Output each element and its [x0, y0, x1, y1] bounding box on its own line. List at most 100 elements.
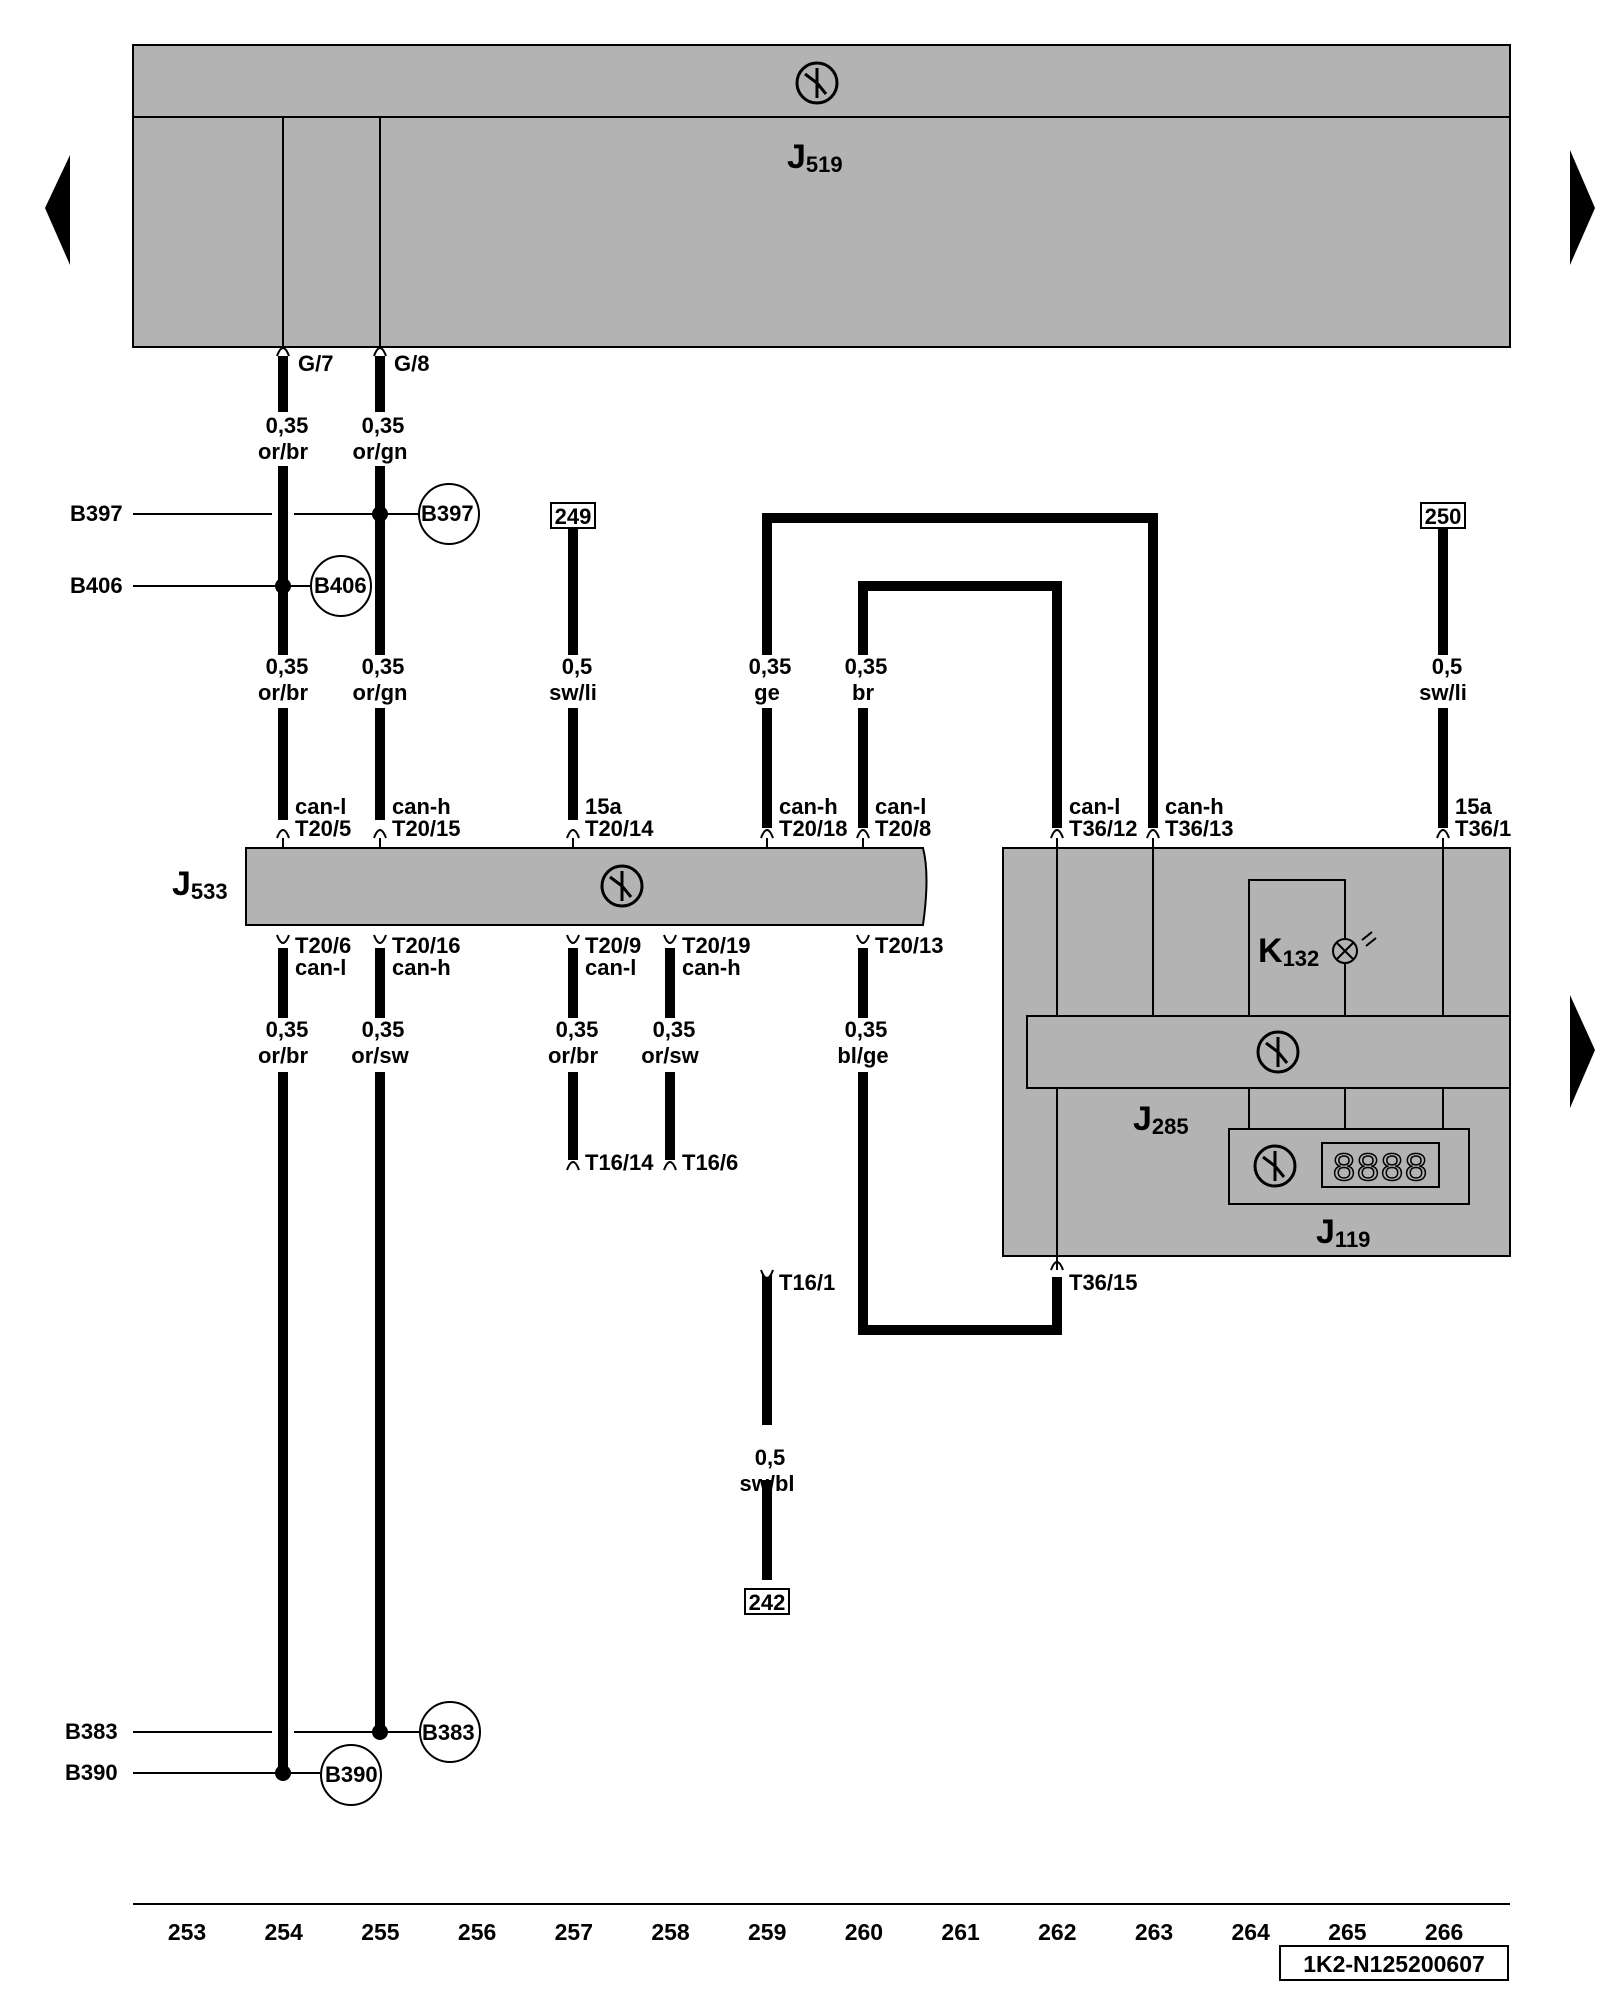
svg-text:B383: B383: [422, 1720, 475, 1745]
svg-text:G/7: G/7: [298, 351, 333, 376]
svg-text:or/br: or/br: [258, 680, 309, 705]
next-page-arrow-lower[interactable]: [1570, 995, 1595, 1108]
column-number: 263: [1135, 1919, 1173, 1945]
column-number: 255: [361, 1919, 400, 1945]
wire-260-loop: [858, 581, 1062, 1335]
svg-text:T20/8: T20/8: [875, 816, 931, 841]
svg-text:or/sw: or/sw: [351, 1043, 409, 1068]
svg-text:bl/ge: bl/ge: [837, 1043, 888, 1068]
svg-text:249: 249: [555, 504, 592, 529]
column-number: 258: [651, 1919, 690, 1945]
control-unit-icon: [795, 61, 839, 105]
drawing-code-box: 1K2-N125200607: [1279, 1945, 1509, 1981]
svg-text:0,35: 0,35: [845, 654, 888, 679]
svg-text:T20/5: T20/5: [295, 816, 351, 841]
svg-text:0,5: 0,5: [1432, 654, 1463, 679]
column-number: 253: [168, 1919, 206, 1945]
svg-text:or/br: or/br: [548, 1043, 599, 1068]
connection-lines: [133, 513, 422, 1774]
module-j285[interactable]: K132 J285 8888 J119: [1002, 838, 1511, 1270]
svg-text:can-h: can-h: [392, 955, 451, 980]
module-j519[interactable]: J519: [132, 44, 1511, 348]
display-digits: 8888: [1332, 1148, 1428, 1193]
svg-text:T16/14: T16/14: [585, 1150, 654, 1175]
svg-text:15a: 15a: [585, 794, 622, 819]
svg-text:T20/13: T20/13: [875, 933, 944, 958]
module-label: J285: [1133, 1100, 1189, 1139]
column-number: 259: [748, 1919, 786, 1945]
svg-text:T16/1: T16/1: [779, 1270, 835, 1295]
svg-text:0,35: 0,35: [653, 1017, 696, 1042]
splice-dot: [372, 506, 388, 522]
control-unit-icon: [600, 864, 644, 908]
lamp-label: K132: [1258, 932, 1319, 971]
ref-box-250[interactable]: 250: [1420, 502, 1466, 529]
svg-text:B390: B390: [325, 1762, 378, 1787]
svg-text:0,35: 0,35: [362, 413, 405, 438]
previous-page-arrow[interactable]: [45, 155, 70, 265]
svg-text:T36/12: T36/12: [1069, 816, 1138, 841]
svg-text:0,5: 0,5: [755, 1445, 786, 1470]
column-number: 265: [1328, 1919, 1367, 1945]
svg-text:0,35: 0,35: [362, 1017, 405, 1042]
warning-lamp-icon: [1332, 931, 1377, 964]
ref-box-242[interactable]: 242: [744, 1588, 790, 1615]
svg-text:or/br: or/br: [258, 439, 309, 464]
svg-text:can-l: can-l: [1069, 794, 1120, 819]
svg-text:sw/li: sw/li: [1419, 680, 1467, 705]
svg-text:B406: B406: [70, 573, 123, 598]
svg-text:B383: B383: [65, 1719, 118, 1744]
svg-text:0,35: 0,35: [266, 654, 309, 679]
connection-circles[interactable]: [310, 483, 481, 1806]
svg-text:ge: ge: [754, 680, 780, 705]
splice-dot: [275, 1765, 291, 1781]
svg-text:can-l: can-l: [585, 955, 636, 980]
module-j533[interactable]: J533: [172, 847, 928, 926]
svg-text:can-h: can-h: [1165, 794, 1224, 819]
svg-text:or/br: or/br: [258, 1043, 309, 1068]
module-label: J533: [172, 865, 228, 904]
column-number: 266: [1425, 1919, 1463, 1945]
svg-text:0,35: 0,35: [845, 1017, 888, 1042]
svg-text:or/gn: or/gn: [353, 439, 408, 464]
svg-text:can-h: can-h: [779, 794, 838, 819]
svg-text:15a: 15a: [1455, 794, 1492, 819]
column-number: 261: [941, 1919, 980, 1945]
column-number: 260: [845, 1919, 883, 1945]
svg-text:T20/9: T20/9: [585, 933, 641, 958]
svg-text:T20/19: T20/19: [682, 933, 751, 958]
connection-labels: B397 B406 B383 B390 B397 B406 B383 B390: [65, 501, 475, 1787]
svg-text:or/gn: or/gn: [353, 680, 408, 705]
column-number: 254: [265, 1919, 304, 1945]
ref-box-249[interactable]: 249: [550, 502, 596, 529]
next-page-arrow[interactable]: [1570, 150, 1595, 265]
svg-text:T20/15: T20/15: [392, 816, 461, 841]
svg-text:250: 250: [1425, 504, 1462, 529]
digital-display: [1321, 1142, 1440, 1188]
svg-text:0,35: 0,35: [556, 1017, 599, 1042]
svg-text:T36/13: T36/13: [1165, 816, 1234, 841]
svg-text:can-h: can-h: [392, 794, 451, 819]
svg-text:B406: B406: [314, 573, 367, 598]
svg-text:can-l: can-l: [295, 794, 346, 819]
svg-text:sw/bl: sw/bl: [739, 1471, 794, 1496]
svg-text:B397: B397: [70, 501, 123, 526]
svg-text:can-h: can-h: [682, 955, 741, 980]
svg-text:br: br: [852, 680, 874, 705]
svg-text:sw/li: sw/li: [549, 680, 597, 705]
svg-text:B390: B390: [65, 1760, 118, 1785]
wire-259-loop: [762, 513, 1158, 828]
module-label: J519: [787, 138, 843, 177]
svg-text:T36/15: T36/15: [1069, 1270, 1138, 1295]
svg-text:B397: B397: [421, 501, 474, 526]
splice-dot: [372, 1724, 388, 1740]
svg-text:T36/1: T36/1: [1455, 816, 1511, 841]
control-unit-icon: [1256, 1030, 1300, 1074]
svg-text:T20/18: T20/18: [779, 816, 848, 841]
svg-text:1K2-N125200607: 1K2-N125200607: [1303, 1951, 1485, 1977]
svg-text:can-l: can-l: [295, 955, 346, 980]
